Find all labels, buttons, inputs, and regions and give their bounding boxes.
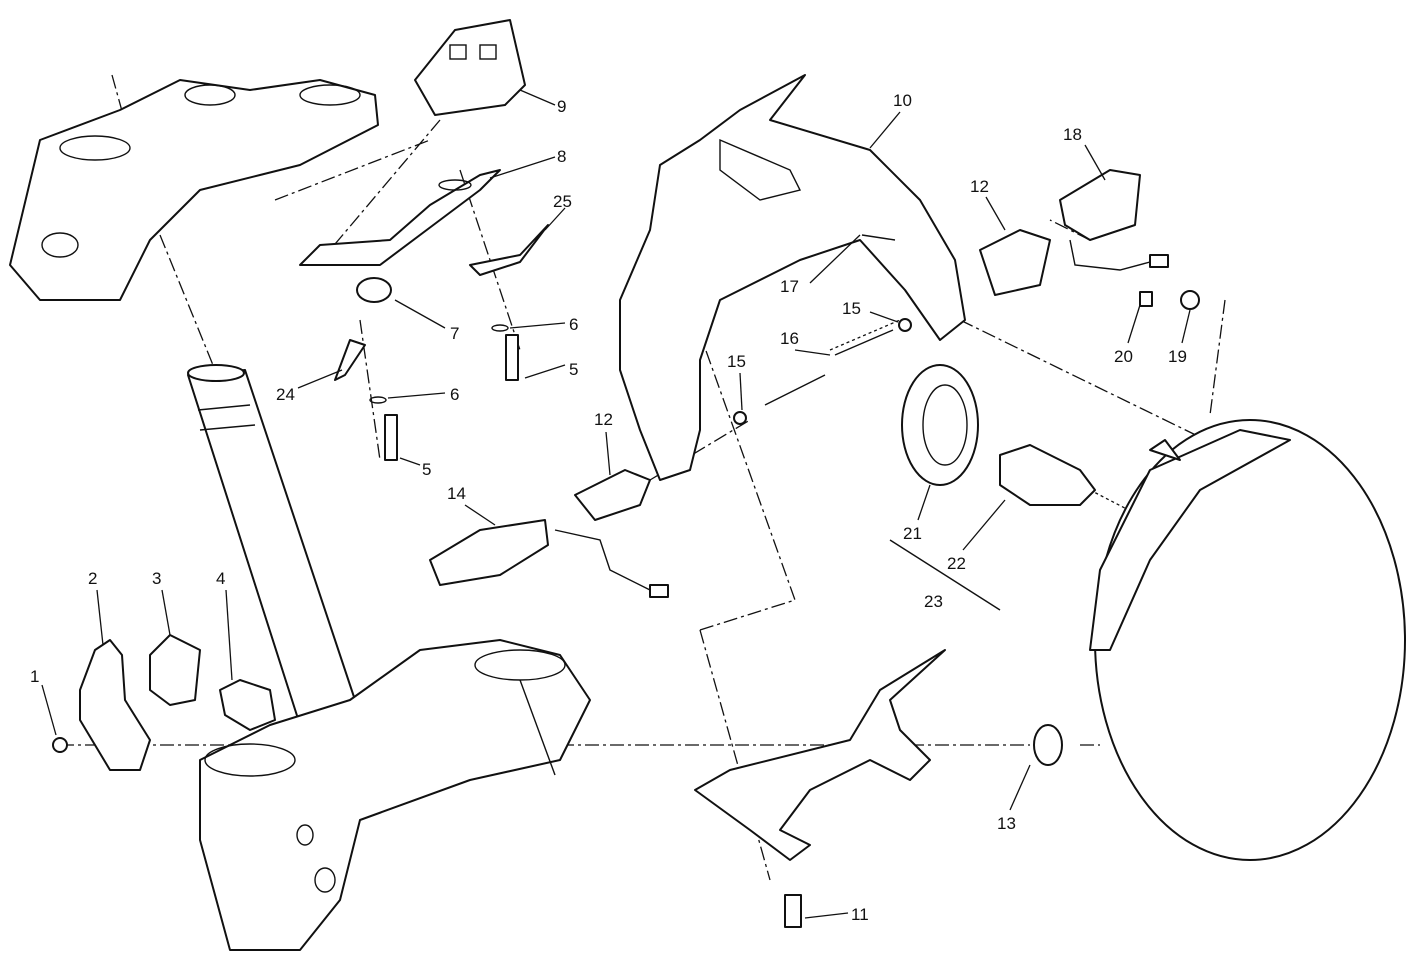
callout-22: 22 xyxy=(947,554,966,573)
callout-17: 17 xyxy=(780,277,799,296)
callout-12b: 12 xyxy=(594,410,613,429)
callout-20: 20 xyxy=(1114,347,1133,366)
headlight-fairing xyxy=(619,74,966,481)
callout-13: 13 xyxy=(997,814,1016,833)
callout-11: 11 xyxy=(851,905,869,924)
callout-1: 1 xyxy=(30,667,39,686)
screws xyxy=(733,234,912,425)
callout-25: 25 xyxy=(553,192,572,211)
callouts: 1 2 3 4 5 5 6 6 7 8 9 10 11 12 12 13 14 … xyxy=(30,91,1187,924)
callout-10: 10 xyxy=(893,91,912,110)
steering-stem xyxy=(187,364,361,726)
lower-triple-clamp xyxy=(199,639,591,951)
callout-7: 7 xyxy=(450,324,459,343)
turn-signals xyxy=(429,169,1200,598)
callout-15b: 15 xyxy=(727,352,746,371)
callout-21: 21 xyxy=(903,524,922,543)
callout-19: 19 xyxy=(1168,347,1187,366)
callout-16: 16 xyxy=(780,329,799,348)
callout-8: 8 xyxy=(557,147,566,166)
small-parts xyxy=(52,19,549,771)
callout-2: 2 xyxy=(88,569,97,588)
callout-3: 3 xyxy=(152,569,161,588)
callout-24: 24 xyxy=(276,385,295,404)
callout-14: 14 xyxy=(447,484,466,503)
lower-bracket xyxy=(694,649,946,928)
callout-5a: 5 xyxy=(569,360,578,379)
headlight xyxy=(1033,419,1406,861)
upper-triple-clamp xyxy=(9,79,379,301)
callout-5b: 5 xyxy=(422,460,431,479)
callout-18: 18 xyxy=(1063,125,1082,144)
callout-9: 9 xyxy=(557,97,566,116)
callout-15a: 15 xyxy=(842,299,861,318)
callout-6a: 6 xyxy=(569,315,578,334)
lamp-holder-bulb xyxy=(889,364,1096,611)
callout-23: 23 xyxy=(924,592,943,611)
callout-4: 4 xyxy=(216,569,225,588)
callout-12a: 12 xyxy=(970,177,989,196)
leader-lines xyxy=(41,89,1191,919)
callout-6b: 6 xyxy=(450,385,459,404)
